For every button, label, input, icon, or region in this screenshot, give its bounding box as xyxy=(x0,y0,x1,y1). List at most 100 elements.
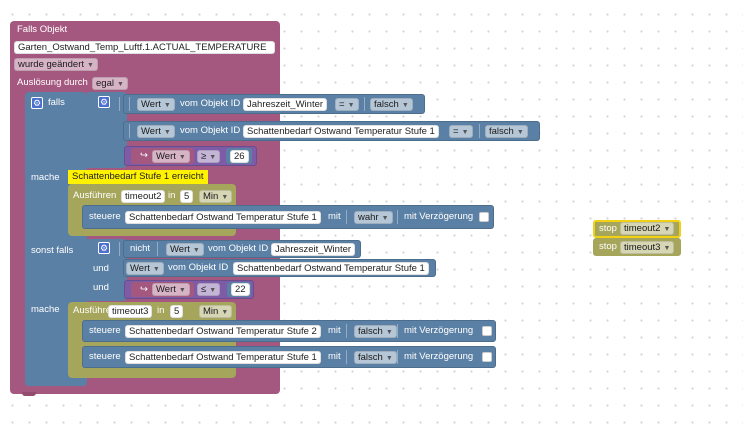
variable-dropdown-3[interactable]: Wert▼ xyxy=(152,150,190,163)
vom-objekt-label-5: vom Objekt ID xyxy=(168,262,229,273)
dropdown-arrow-icon: ▼ xyxy=(381,215,389,222)
delay-checkbox-a[interactable] xyxy=(479,212,489,222)
separator xyxy=(397,210,398,224)
object-id-field-1[interactable]: Jahreszeit_Winter xyxy=(243,98,328,111)
value-dropdown-a[interactable]: wahr▼ xyxy=(354,211,393,224)
dropdown-arrow-icon: ▼ xyxy=(347,102,355,109)
in-label-b: in xyxy=(157,305,165,316)
unit-dropdown-b[interactable]: Min▼ xyxy=(199,305,233,318)
stop-timeout-dropdown-2[interactable]: timeout3▼ xyxy=(620,241,675,254)
ausfuehren-label-b: Ausführen xyxy=(73,305,117,316)
dropdown-arrow-icon: ▼ xyxy=(163,102,171,109)
operator-dropdown-2[interactable]: =▼ xyxy=(449,125,473,138)
mit-label-a: mit xyxy=(328,211,341,222)
dropdown-arrow-icon: ▼ xyxy=(152,266,160,273)
gear-icon[interactable]: ⚙ xyxy=(98,96,110,108)
bool-dropdown-1[interactable]: falsch▼ xyxy=(370,98,413,111)
wert-dropdown-4[interactable]: Wert▼ xyxy=(166,243,204,256)
delay-label-b1: mit Verzögerung xyxy=(404,325,474,336)
trigger-title: Falls Objekt xyxy=(17,24,68,35)
dropdown-arrow-icon: ▼ xyxy=(178,154,186,161)
separator xyxy=(397,324,398,338)
dropdown-arrow-icon: ▼ xyxy=(163,129,171,136)
separator xyxy=(157,242,158,256)
und-label-4: und xyxy=(93,282,109,293)
delay-label-a: mit Verzögerung xyxy=(404,211,474,222)
variable-arrow-icon: ↪ xyxy=(140,284,148,295)
operator-value: = xyxy=(453,126,459,137)
timeout-name-field-b[interactable]: timeout3 xyxy=(108,305,153,318)
wert-value: Wert xyxy=(141,99,161,110)
object-id-field-2[interactable]: Schattenbedarf Ostwand Temperatur Stufe … xyxy=(243,125,439,138)
mit-label-b2: mit xyxy=(328,351,341,362)
trigger-condition-dropdown[interactable]: wurde geändert▼ xyxy=(14,58,98,71)
dropdown-arrow-icon: ▼ xyxy=(221,194,229,201)
separator xyxy=(119,242,120,256)
control-object-field-a[interactable]: Schattenbedarf Ostwand Temperatur Stufe … xyxy=(125,211,321,224)
stop-timeout-value: timeout3 xyxy=(624,242,661,253)
stop-timeout-value: timeout2 xyxy=(624,223,661,234)
object-id-field-5[interactable]: Schattenbedarf Ostwand Temperatur Stufe … xyxy=(233,262,429,275)
vom-objekt-label-1: vom Objekt ID xyxy=(180,98,241,109)
bool-value: falsch xyxy=(374,99,399,110)
dropdown-arrow-icon: ▼ xyxy=(663,245,671,252)
timeout-name-field-a[interactable]: timeout2 xyxy=(121,190,166,203)
dropdown-arrow-icon: ▼ xyxy=(209,154,217,161)
unit-dropdown-a[interactable]: Min▼ xyxy=(199,190,233,203)
dropdown-arrow-icon: ▼ xyxy=(178,287,186,294)
value-dropdown-b2[interactable]: falsch▼ xyxy=(354,351,397,364)
value-dropdown-b1[interactable]: falsch▼ xyxy=(354,325,397,338)
value-text: falsch xyxy=(358,326,383,337)
separator xyxy=(397,350,398,364)
separator xyxy=(479,124,480,138)
vom-objekt-label-4: vom Objekt ID xyxy=(208,243,269,254)
falls-label: falls xyxy=(48,97,65,108)
steuere-label-b1: steuere xyxy=(89,325,121,336)
trigger-block-notch xyxy=(22,392,36,396)
math-operator-dropdown-3[interactable]: ≥▼ xyxy=(197,150,221,163)
number-field-6[interactable]: 22 xyxy=(231,283,250,296)
bool-dropdown-2[interactable]: falsch▼ xyxy=(485,125,528,138)
dropdown-arrow-icon: ▼ xyxy=(192,247,200,254)
variable-dropdown-6[interactable]: Wert▼ xyxy=(152,283,190,296)
steuere-label-b2: steuere xyxy=(89,351,121,362)
mit-label-b1: mit xyxy=(328,325,341,336)
operator-dropdown-1[interactable]: =▼ xyxy=(335,98,359,111)
gear-icon[interactable]: ⚙ xyxy=(98,242,110,254)
wert-value: Wert xyxy=(170,244,190,255)
separator xyxy=(364,97,365,111)
sonst-falls-label: sonst falls xyxy=(31,245,74,256)
nicht-label: nicht xyxy=(130,243,151,254)
number-field-3[interactable]: 26 xyxy=(230,150,249,163)
comment-label[interactable]: Schattenbedarf Stufe 1 erreicht xyxy=(68,170,208,184)
delay-field-b[interactable]: 5 xyxy=(170,305,184,318)
gear-icon[interactable]: ⚙ xyxy=(31,97,43,109)
dropdown-arrow-icon: ▼ xyxy=(401,102,409,109)
wert-dropdown-1[interactable]: Wert▼ xyxy=(137,98,175,111)
wert-dropdown-2[interactable]: Wert▼ xyxy=(137,125,175,138)
control-object-field-b2[interactable]: Schattenbedarf Ostwand Temperatur Stufe … xyxy=(125,351,321,364)
mache-label-1: mache xyxy=(31,172,60,183)
delay-checkbox-b1[interactable] xyxy=(482,326,492,336)
trigger-value-dropdown[interactable]: egal▼ xyxy=(92,77,128,90)
dropdown-arrow-icon: ▼ xyxy=(663,226,671,233)
delay-checkbox-b2[interactable] xyxy=(482,352,492,362)
dropdown-arrow-icon: ▼ xyxy=(116,81,124,88)
trigger-object-id-field[interactable]: Garten_Ostwand_Temp_Luftf.1.ACTUAL_TEMPE… xyxy=(14,41,275,54)
operator-value: = xyxy=(339,99,345,110)
control-object-field-b1[interactable]: Schattenbedarf Ostwand Temperatur Stufe … xyxy=(125,325,321,338)
separator xyxy=(346,324,347,338)
wert-dropdown-5[interactable]: Wert▼ xyxy=(126,262,164,275)
delay-field-a[interactable]: 5 xyxy=(180,190,194,203)
math-operator-value: ≤ xyxy=(201,284,207,295)
delay-label-b2: mit Verzögerung xyxy=(404,351,474,362)
variable-arrow-icon: ↪ xyxy=(140,150,148,161)
mache-label-2: mache xyxy=(31,304,60,315)
separator xyxy=(119,97,120,111)
separator xyxy=(346,350,347,364)
object-id-field-4[interactable]: Jahreszeit_Winter xyxy=(271,243,356,256)
stop-timeout-dropdown-1[interactable]: timeout2▼ xyxy=(620,222,675,235)
unit-value: Min xyxy=(203,306,219,317)
math-operator-dropdown-6[interactable]: ≤▼ xyxy=(197,283,221,296)
trigger-label: Auslösung durch xyxy=(17,77,88,88)
